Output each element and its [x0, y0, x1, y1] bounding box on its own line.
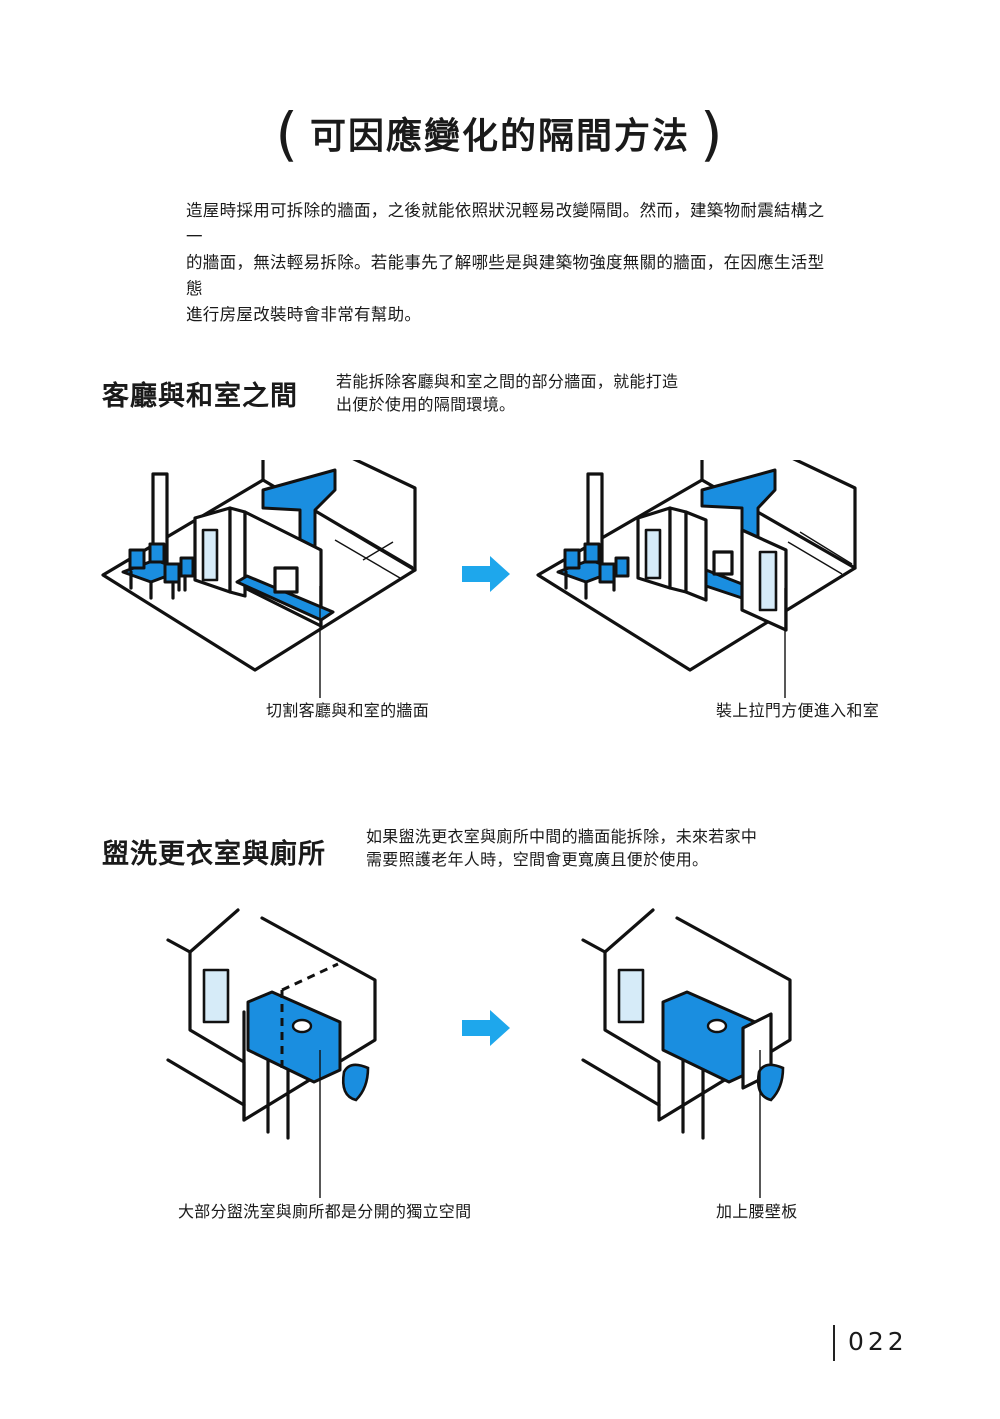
intro-line: 造屋時採用可拆除的牆面，之後就能依照狀況輕易改變隔間。然而，建築物耐震結構之一	[186, 201, 825, 246]
right-arrow-icon	[462, 556, 510, 592]
intro-line: 的牆面，無法輕易拆除。若能事先了解哪些是與建築物強度無關的牆面，在因應生活型態	[186, 253, 825, 298]
caption-after-1: 裝上拉門方便進入和室	[716, 701, 880, 720]
section-title-washroom-toilet: 盥洗更衣室與廁所	[102, 839, 326, 870]
title-paren-close: )	[700, 100, 725, 168]
caption-before-2: 大部分盥洗室與廁所都是分開的獨立空間	[178, 1202, 472, 1221]
page-title: (可因應變化的隔間方法)	[265, 100, 734, 168]
living-washitsu-after-illustration	[536, 460, 857, 698]
living-washitsu-before-illustration	[101, 460, 417, 698]
section-desc-living-washitsu: 若能拆除客廳與和室之間的部分牆面，就能打造 出便於使用的隔間環境。	[336, 370, 716, 416]
caption-before-1: 切割客廳與和室的牆面	[266, 701, 430, 720]
section-title-living-washitsu: 客廳與和室之間	[102, 381, 298, 412]
page-number: 022	[848, 1327, 908, 1356]
intro-paragraph: 造屋時採用可拆除的牆面，之後就能依照狀況輕易改變隔間。然而，建築物耐震結構之一 …	[186, 198, 826, 328]
section-desc-line: 若能拆除客廳與和室之間的部分牆面，就能打造	[336, 372, 679, 391]
section-desc-washroom-toilet: 如果盥洗更衣室與廁所中間的牆面能拆除，未來若家中 需要照護老年人時，空間會更寬廣…	[366, 825, 786, 871]
title-paren-open: (	[275, 100, 300, 168]
section-desc-line: 需要照護老年人時，空間會更寬廣且便於使用。	[366, 850, 709, 869]
washroom-toilet-after-illustration	[581, 908, 792, 1198]
page-title-text: 可因應變化的隔間方法	[309, 116, 690, 157]
caption-after-2: 加上腰壁板	[716, 1202, 798, 1221]
section-desc-line: 出便於使用的隔間環境。	[336, 395, 516, 414]
page-number-divider	[833, 1325, 835, 1361]
page-title-block: (可因應變化的隔間方法)	[0, 100, 1000, 168]
washroom-toilet-before-illustration	[166, 908, 377, 1198]
right-arrow-icon	[462, 1010, 510, 1046]
intro-line: 進行房屋改裝時會非常有幫助。	[186, 305, 422, 324]
section-desc-line: 如果盥洗更衣室與廁所中間的牆面能拆除，未來若家中	[366, 827, 758, 846]
